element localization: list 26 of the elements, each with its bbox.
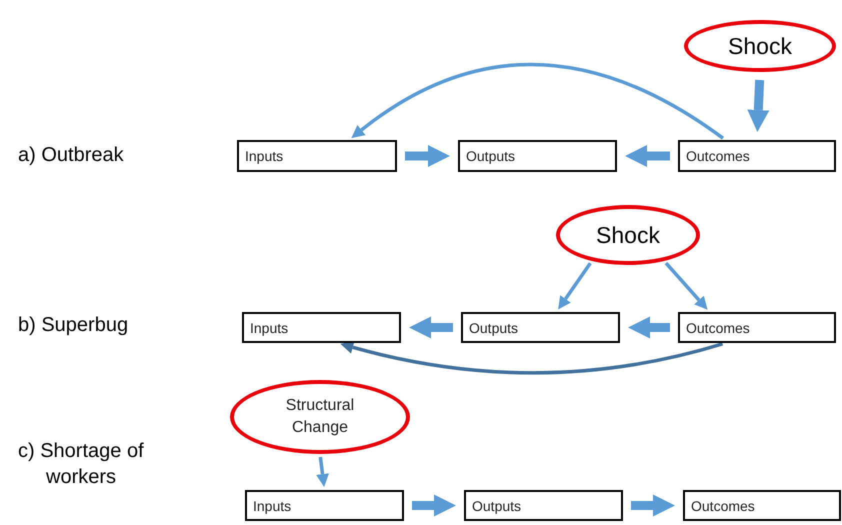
arrow: [625, 145, 670, 167]
arrow: [350, 62, 724, 140]
row-label: a) Outbreak: [18, 143, 125, 168]
process-box: Outcomes: [683, 490, 841, 521]
process-box: Outputs: [461, 312, 620, 343]
arrow: [631, 494, 675, 516]
process-box: Inputs: [237, 140, 397, 172]
oval-node: Shock: [556, 205, 700, 265]
process-box: Outcomes: [678, 140, 836, 172]
arrow: [747, 80, 770, 132]
process-box: Outputs: [464, 490, 623, 521]
oval-node: Structural Change: [230, 380, 410, 454]
arrow: [405, 145, 450, 167]
arrow: [628, 316, 670, 338]
arrow: [316, 456, 329, 488]
process-box: Inputs: [242, 312, 401, 343]
arrow: [409, 316, 453, 338]
arrow: [412, 494, 456, 516]
arrow: [558, 262, 592, 310]
oval-node: Shock: [684, 20, 836, 72]
process-box: Inputs: [245, 490, 404, 521]
row-label: c) Shortage of workers: [18, 439, 145, 490]
process-box: Outputs: [458, 140, 617, 172]
row-label: b) Superbug: [18, 313, 130, 338]
arrow: [340, 341, 723, 375]
process-box: Outcomes: [678, 312, 836, 343]
